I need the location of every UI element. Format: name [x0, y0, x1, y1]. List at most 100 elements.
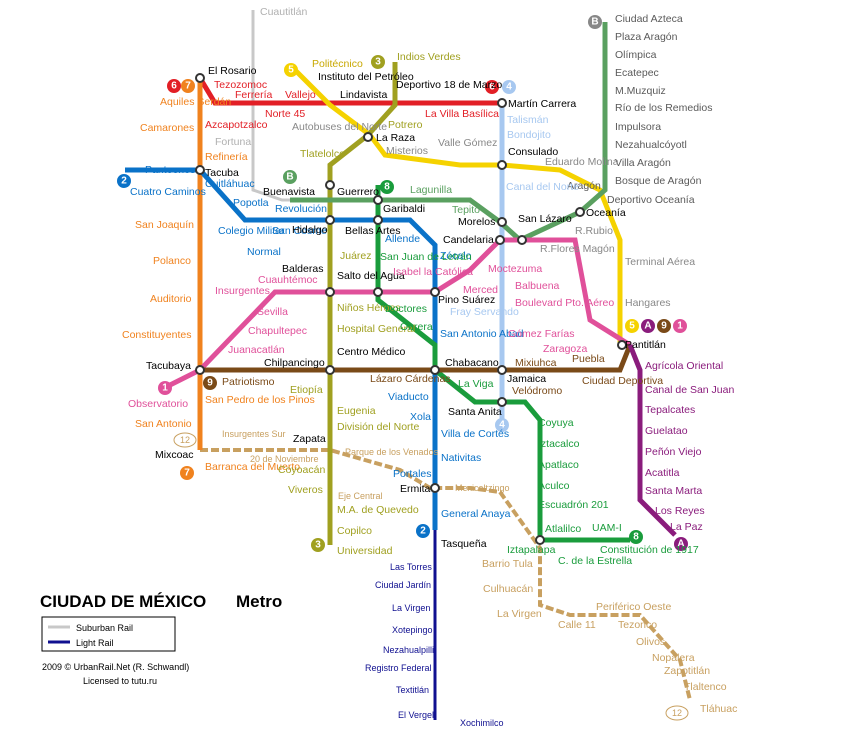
line-9 [200, 344, 633, 373]
guerrero-transfer [325, 180, 335, 190]
credits: 2009 © UrbanRail.Net (R. Schwandl) Licen… [42, 662, 189, 686]
station-villa-cortes: Villa de Cortés [441, 428, 509, 440]
station-jamaica: Jamaica [507, 373, 546, 385]
san-lazaro-transfer [517, 235, 527, 245]
station-deportivo-18: Deportivo 18 de Marzo [396, 79, 502, 91]
centro-medico-transfer [325, 365, 335, 375]
badge-1a: 1 [162, 383, 168, 394]
station-san-antonio-abad: San Antonio Abad [440, 328, 524, 340]
station-ciudad-azteca: Ciudad Azteca [615, 13, 683, 25]
ermita-transfer [430, 483, 440, 493]
station-azcapotzalco: Azcapotzalco [205, 119, 268, 131]
station-san-pedro-pinos: San Pedro de los Pinos [205, 394, 315, 406]
station-muzquiz: M.Muzquiz [615, 85, 666, 97]
station-textitlan: Textitlán [396, 685, 429, 695]
legend-light: Light Rail [76, 638, 114, 648]
station-los-reyes: Los Reyes [655, 505, 705, 517]
station-la-raza: La Raza [376, 132, 415, 144]
station-hospital-general: Hospital General [337, 323, 415, 335]
station-lagunilla: Lagunilla [410, 184, 452, 196]
station-ermita: Ermita [400, 483, 430, 495]
station-tacubaya: Tacubaya [146, 360, 191, 372]
station-ferreria: Ferrería [235, 89, 273, 101]
badge-A-pantitlan: A [644, 321, 651, 332]
pino-suarez-transfer [430, 287, 440, 297]
station-copilco: Copilco [337, 525, 372, 537]
station-impulsora: Impulsora [615, 121, 661, 133]
station-candelaria: Candelaria [443, 234, 494, 246]
station-iztacalco: Iztacalco [538, 438, 580, 450]
station-sevilla: Sevilla [257, 306, 288, 318]
station-viaducto: Viaducto [388, 391, 429, 403]
station-patriotismo: Patriotismo [222, 376, 275, 388]
station-refineria: Refinería [205, 151, 248, 163]
station-revolucion: Revolución [275, 203, 327, 215]
station-insurgentes: Insurgentes [215, 285, 270, 297]
station-tlahuac: Tláhuac [700, 703, 737, 715]
station-valle-gomez: Valle Gómez [438, 137, 497, 149]
station-tlatelolco: Tlatelolco [300, 148, 345, 160]
station-vallejo: Vallejo [285, 89, 316, 101]
badge-9b: 9 [661, 321, 667, 332]
station-pino-suarez: Pino Suárez [438, 294, 495, 306]
station-la-viga: La Viga [458, 378, 494, 390]
station-indios-verdes: Indios Verdes [397, 51, 461, 63]
station-talisman: Talismán [507, 114, 549, 126]
title: CIUDAD DE MÉXICO [40, 592, 206, 611]
station-garibaldi: Garibaldi [383, 203, 425, 215]
station-tepito: Tepito [452, 204, 480, 216]
station-nezahualpilli: Nezahualpilli [383, 645, 434, 655]
station-potrero: Potrero [388, 119, 423, 131]
station-auditorio: Auditorio [150, 293, 192, 305]
subtitle: Metro [236, 592, 282, 611]
station-juanacatlan: Juanacatlán [228, 344, 285, 356]
badge-2b: 2 [420, 526, 426, 537]
station-balbuena: Balbuena [515, 280, 560, 292]
station-colegio-militar: Colegio Militar [218, 225, 285, 237]
station-tezozomoc: Tezozomoc [214, 79, 267, 91]
legend: Suburban Rail Light Rail [41, 616, 176, 652]
transfer-stations [195, 73, 627, 545]
station-zocalo: Zócalo [440, 250, 472, 262]
station-penon-viejo: Peñón Viejo [645, 446, 702, 458]
line-B [290, 22, 608, 243]
badge-3a: 3 [375, 57, 381, 68]
oceania-transfer [575, 207, 585, 217]
station-xola: Xola [410, 411, 431, 423]
badge-9a: 9 [207, 378, 213, 389]
hidalgo-transfer [325, 215, 335, 225]
la-raza-transfer [363, 132, 373, 142]
station-nezahualcoyotl: Nezahualcóyotl [615, 139, 687, 151]
consulado-transfer [497, 160, 507, 170]
morelos-transfer [497, 217, 507, 227]
station-balderas: Balderas [282, 263, 323, 275]
station-gomez-farias: Gómez Farías [508, 328, 575, 340]
station-chilpancingo: Chilpancingo [264, 357, 325, 369]
station-nopalera: Nopalera [652, 652, 695, 664]
station-labels: Cuautitlán Fortuna Buenavista Politécnic… [122, 6, 737, 728]
station-r-rubio: R.Rubio [575, 225, 613, 237]
station-san-antonio: San Antonio [135, 418, 192, 430]
station-obrera: Obrera [400, 321, 433, 333]
salto-agua-transfer [373, 287, 383, 297]
tacuba-transfer [195, 165, 205, 175]
station-olimpica: Olímpica [615, 49, 657, 61]
station-apatlaco: Apatlaco [538, 459, 579, 471]
station-ma-quevedo: M.A. de Quevedo [337, 504, 419, 516]
license: Licensed to tutu.ru [83, 676, 157, 686]
station-camarones: Camarones [140, 122, 194, 134]
station-mexicaltzingo: Mexicaltzingo [455, 483, 510, 493]
badge-8a: 8 [384, 182, 390, 193]
station-calle11: Calle 11 [558, 619, 596, 631]
badge-5b: 5 [629, 321, 635, 332]
station-velodromo: Velódromo [512, 385, 562, 397]
station-general-anaya: General Anaya [441, 508, 511, 520]
station-tezonco: Tezonco [618, 619, 657, 631]
line-12 [200, 448, 692, 701]
garibaldi-transfer [373, 195, 383, 205]
badge-12b: 12 [672, 708, 682, 718]
line-badges: 6 7 2 5 3 6 4 B B 8 1 9 7 12 4 2 3 8 A 5… [117, 15, 689, 721]
station-canal-san-juan: Canal de San Juan [645, 384, 734, 396]
badge-7a: 7 [185, 81, 191, 92]
station-c-estrella: C. de la Estrella [558, 555, 632, 567]
